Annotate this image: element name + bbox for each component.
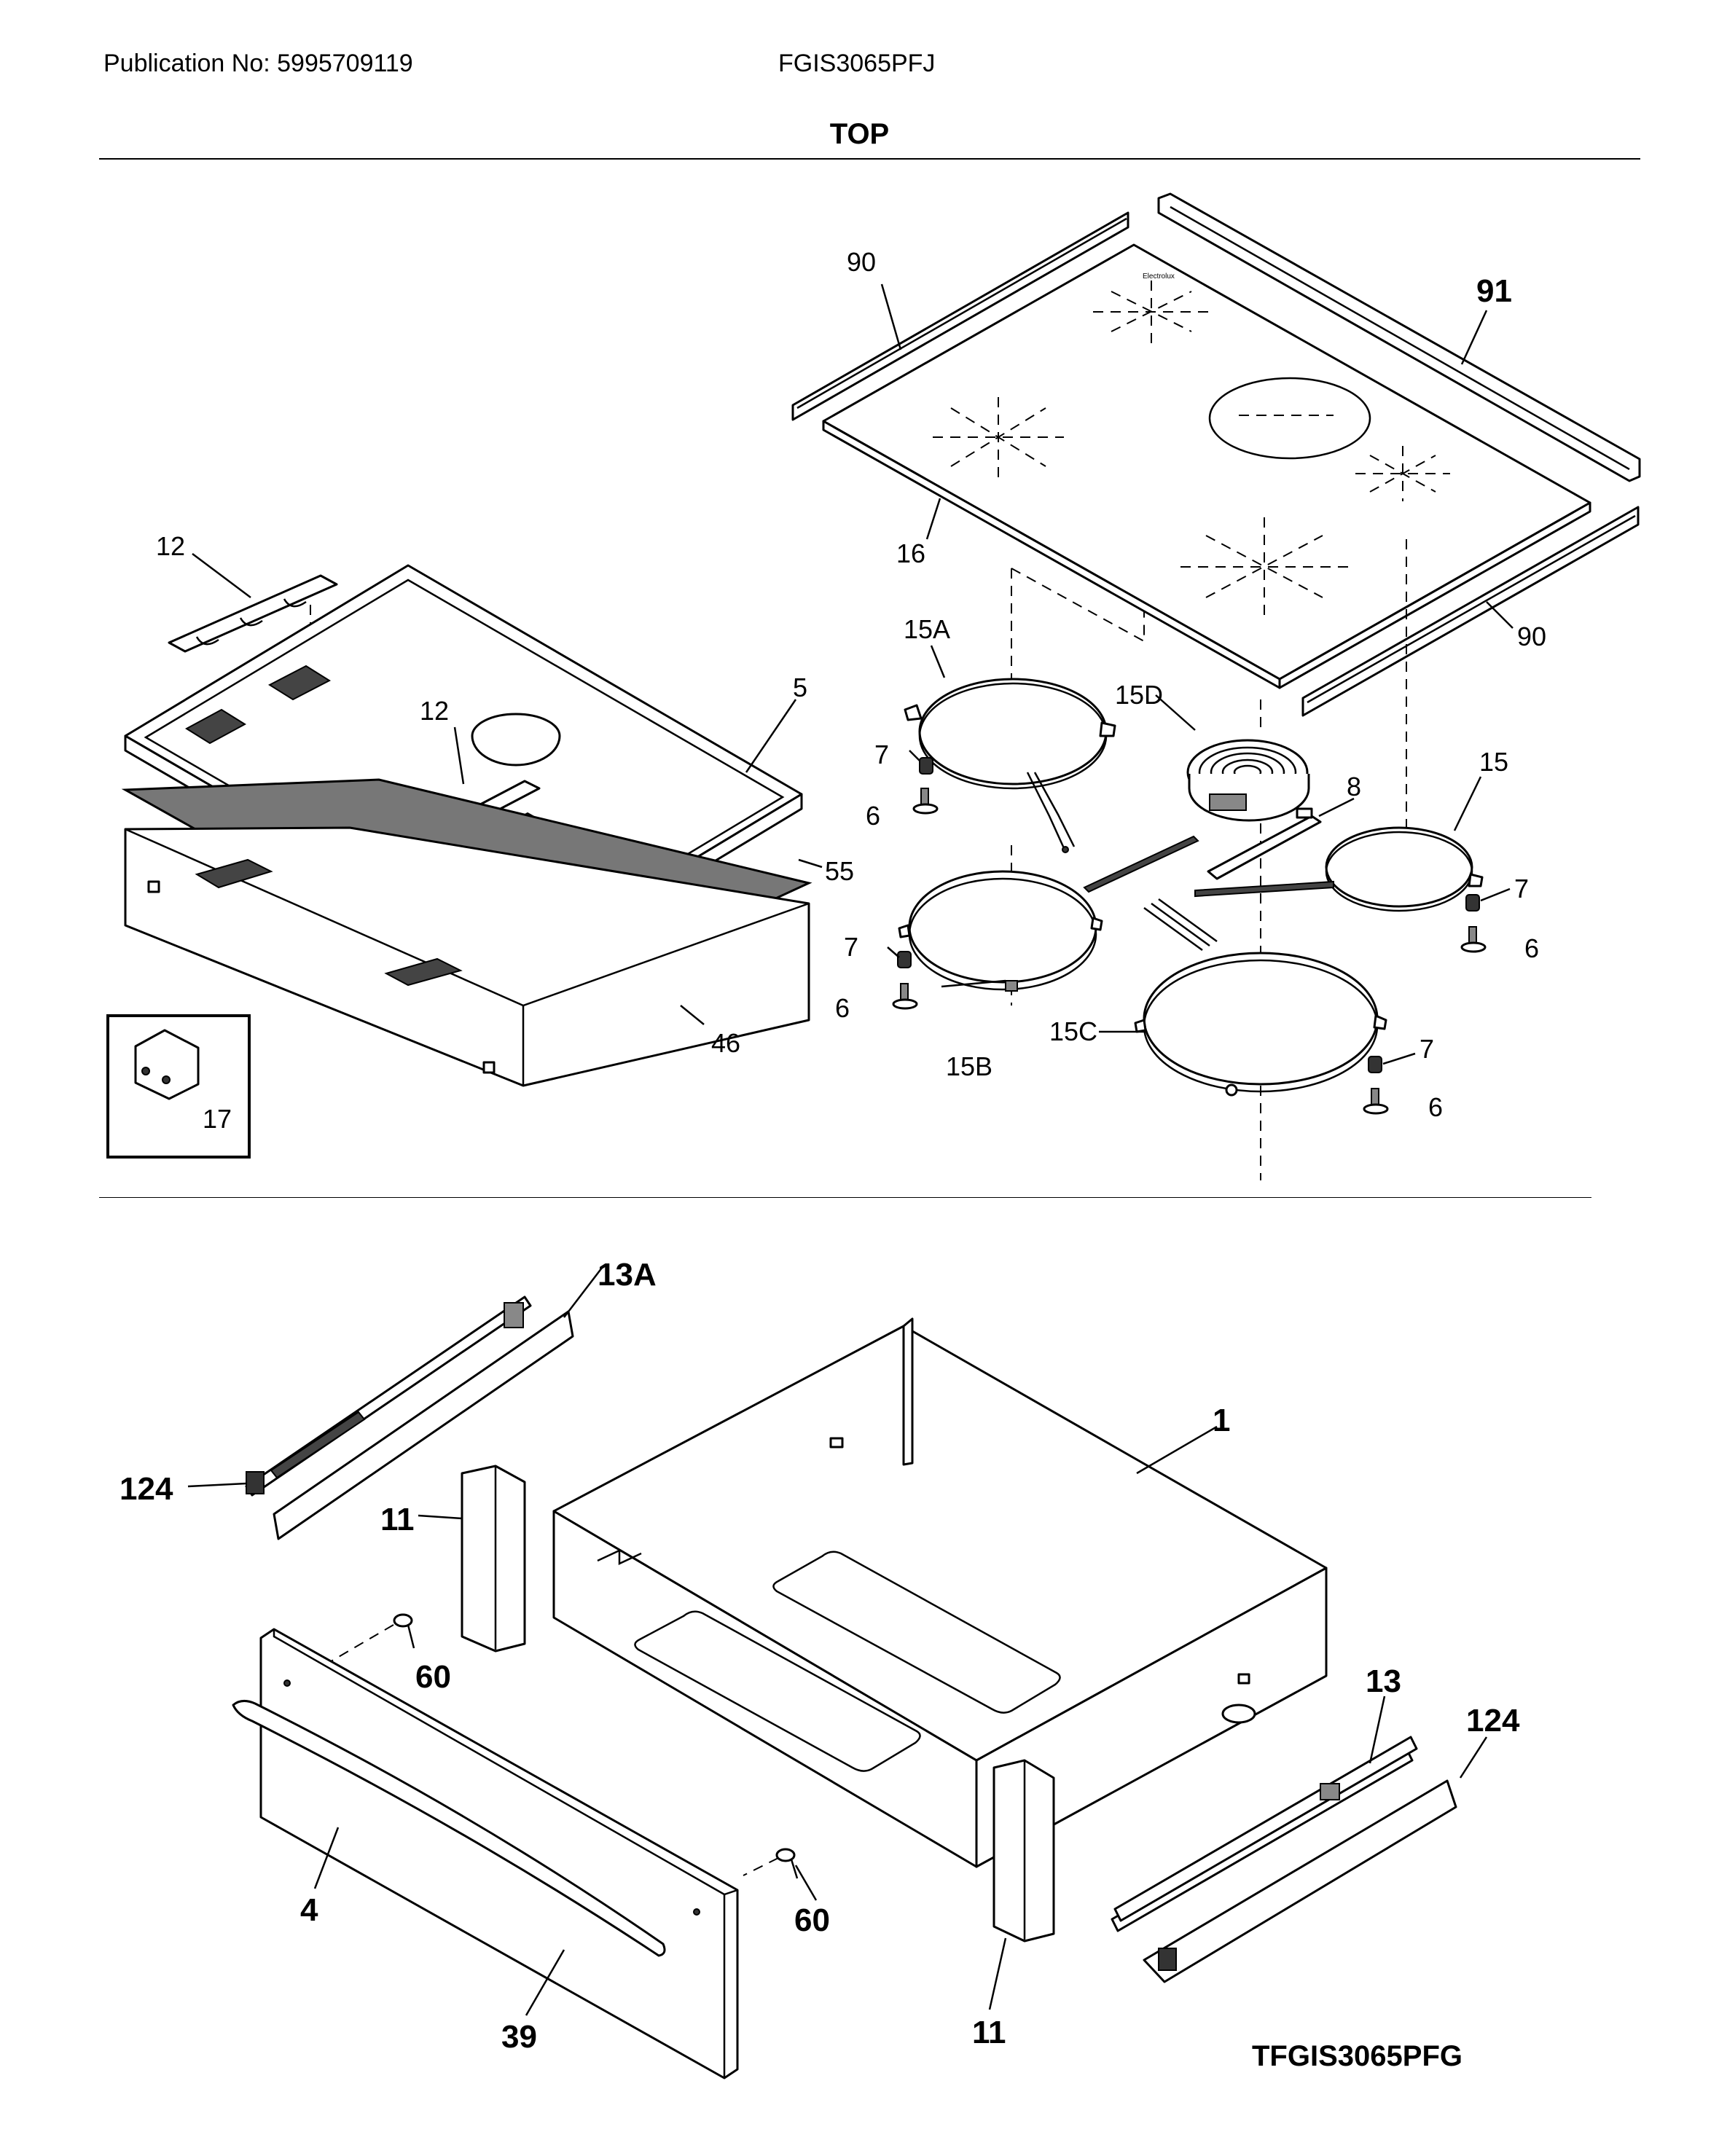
part-16-glass-cooktop: Electrolux xyxy=(822,243,1591,689)
callout-91: 91 xyxy=(1476,273,1512,309)
callout-1: 1 xyxy=(1213,1403,1230,1438)
part-60-screw-upper xyxy=(305,1613,415,1677)
part-17-inset xyxy=(106,1014,251,1159)
callout-15B: 15B xyxy=(946,1051,992,1081)
svg-text:Electrolux: Electrolux xyxy=(1143,273,1175,281)
callout-15C: 15C xyxy=(1049,1016,1097,1046)
part-124-slide-left xyxy=(246,1471,265,1494)
part-13-drawer-slide xyxy=(1111,1736,1418,1932)
callout-6-a: 6 xyxy=(866,801,880,831)
wire-bracket xyxy=(1083,835,1199,893)
callout-15D: 15D xyxy=(1115,680,1163,710)
callout-8: 8 xyxy=(1347,772,1361,801)
publication-number: Publication No: 5995709119 xyxy=(103,50,413,77)
callout-15: 15 xyxy=(1479,747,1508,777)
part-90-trim-right xyxy=(1301,506,1640,717)
diagram-code: TFGIS3065PFG xyxy=(1252,2040,1462,2072)
header-divider xyxy=(99,158,1640,160)
part-124-slide-right xyxy=(1143,1779,1457,1983)
part-15A-radiant-element xyxy=(904,678,1116,853)
callout-7-d: 7 xyxy=(1420,1034,1434,1064)
callout-15A: 15A xyxy=(904,614,950,644)
part-13A-drawer-slide xyxy=(245,1295,574,1540)
callout-16: 16 xyxy=(896,538,925,568)
callout-11-left: 11 xyxy=(380,1502,415,1537)
callout-55: 55 xyxy=(825,856,854,886)
part-60-screw-lower xyxy=(743,1848,799,1879)
callout-7-a: 7 xyxy=(874,740,889,769)
part-11-spacer-left xyxy=(461,1465,526,1653)
section-title: TOP xyxy=(829,118,890,150)
part-46-cooktop-chassis xyxy=(124,826,810,1087)
part-15-radiant-element xyxy=(1194,826,1484,912)
callout-39: 39 xyxy=(501,2019,537,2055)
part-90-trim-left xyxy=(791,211,1129,421)
callout-12-upper: 12 xyxy=(156,531,185,561)
callout-6-b: 6 xyxy=(835,993,850,1023)
part-91-rear-trim xyxy=(1157,192,1641,482)
callout-13A: 13A xyxy=(598,1257,657,1293)
part-1-drawer-body xyxy=(552,1317,1328,1868)
callout-4: 4 xyxy=(300,1892,318,1928)
part-15C-radiant-element xyxy=(1134,898,1387,1097)
part-12-bracket-upper xyxy=(168,574,338,653)
callout-124-right: 124 xyxy=(1466,1703,1520,1738)
fastener-set-c xyxy=(1460,894,1487,953)
callout-11-right: 11 xyxy=(972,2015,1006,2050)
callout-13: 13 xyxy=(1366,1663,1401,1699)
section-divider xyxy=(99,1197,1591,1198)
callout-5: 5 xyxy=(793,673,807,702)
part-15B-radiant-element xyxy=(898,870,1103,992)
model-number: FGIS3065PFJ xyxy=(778,50,936,77)
callout-124-left: 124 xyxy=(120,1471,173,1507)
callout-60-lower: 60 xyxy=(794,1902,830,1938)
part-11-spacer-right xyxy=(992,1759,1055,1943)
callout-60-upper: 60 xyxy=(415,1659,451,1695)
callout-46: 46 xyxy=(711,1028,740,1058)
callout-17: 17 xyxy=(203,1104,232,1134)
callout-90-upper: 90 xyxy=(847,247,876,277)
part-39-handle xyxy=(232,1700,666,1957)
callout-6-c: 6 xyxy=(1524,933,1539,963)
part-15D-radiant-element xyxy=(1186,739,1310,822)
fastener-set-d xyxy=(1363,1056,1389,1115)
callout-7-b: 7 xyxy=(844,932,858,962)
callout-12-lower: 12 xyxy=(420,696,449,726)
part-8-bracket xyxy=(1207,807,1322,880)
callout-90-lower: 90 xyxy=(1517,622,1546,651)
leader-lines xyxy=(187,283,1514,2016)
callout-7-c: 7 xyxy=(1514,874,1529,903)
callout-6-d: 6 xyxy=(1428,1092,1443,1122)
fastener-set-b xyxy=(892,951,918,1010)
fastener-set-a xyxy=(912,757,939,815)
